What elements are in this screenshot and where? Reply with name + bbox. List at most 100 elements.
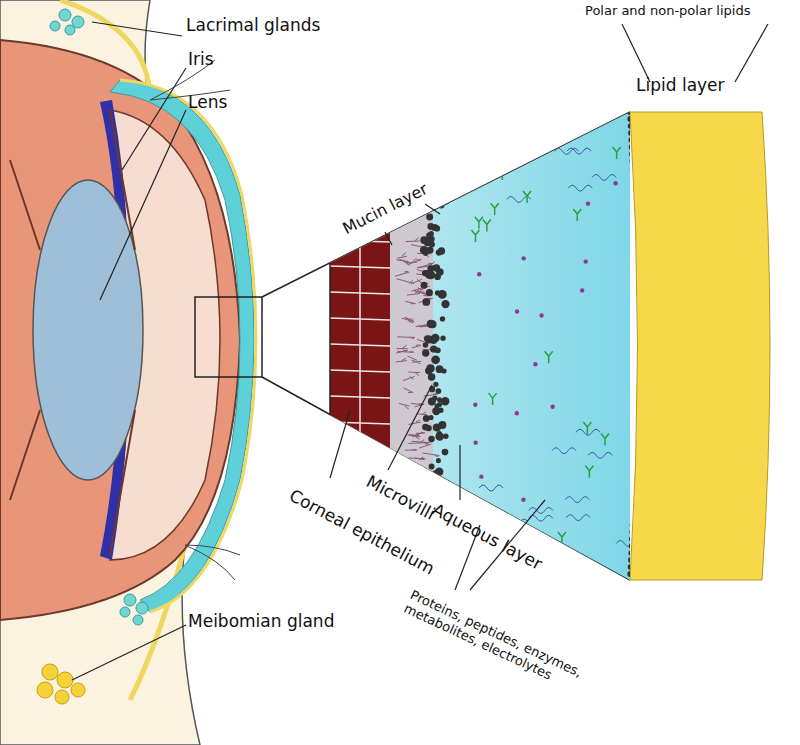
microvillus: [421, 482, 427, 488]
polar-lipid: [633, 424, 639, 430]
mucin-layer: [388, 100, 433, 600]
polar-lipid: [633, 452, 639, 458]
cell-border: [330, 578, 390, 580]
microvillus: [434, 482, 440, 488]
polar-lipid: [633, 235, 639, 241]
glycocalyx: [403, 388, 413, 393]
microvillus: [431, 355, 440, 364]
polar-lipid: [627, 109, 633, 115]
cell-border: [330, 344, 390, 346]
meibomian-gland: [37, 664, 85, 704]
microvillus: [437, 485, 446, 494]
solute-dot: [580, 288, 584, 292]
polar-lipid: [634, 389, 640, 395]
polar-lipid: [633, 438, 639, 444]
polar-lipid: [628, 550, 634, 556]
antibody: [471, 230, 479, 242]
polar-lipid: [634, 347, 640, 353]
cell-border: [330, 240, 390, 242]
glycocalyx: [395, 271, 409, 276]
microvillus: [429, 242, 435, 248]
protein-squiggle: [552, 448, 576, 454]
polar-lipid: [628, 564, 634, 570]
cell-border: [330, 474, 390, 476]
protein-squiggle: [568, 185, 592, 191]
polar-lipid: [631, 200, 637, 206]
polar-lipid: [629, 151, 635, 157]
polar-lipid: [634, 368, 640, 374]
microvillus: [440, 335, 445, 340]
antibody: [583, 422, 591, 434]
polar-lipid: [630, 522, 636, 528]
solute-dot: [477, 272, 481, 276]
glycocalyx: [412, 345, 421, 348]
cell-border: [330, 110, 390, 112]
microvillus: [423, 342, 428, 347]
cell-border: [330, 162, 390, 164]
microvillus: [426, 214, 433, 221]
microvillus: [438, 421, 446, 429]
polar-lipid: [628, 557, 634, 563]
glycocalyx: [411, 279, 422, 284]
glycocalyx: [409, 457, 426, 459]
glycocalyx: [397, 279, 414, 284]
solute-dot: [521, 498, 525, 502]
polar-lipid: [629, 158, 635, 164]
microvillus: [425, 425, 431, 431]
solute-dot: [539, 313, 543, 317]
polar-lipid: [632, 228, 638, 234]
cell-border: [330, 292, 390, 294]
zonule: [10, 110, 135, 555]
microvillus: [435, 348, 441, 354]
microvillus: [438, 290, 447, 299]
microvillus: [433, 382, 438, 387]
microvillus: [426, 481, 435, 490]
microvillus: [433, 470, 439, 476]
polar-lipid: [633, 445, 639, 451]
glycocalyx: [408, 440, 425, 444]
glycocalyx: [409, 420, 421, 424]
cell-border: [330, 500, 390, 502]
microvillus: [423, 250, 429, 256]
polar-lipid: [629, 144, 635, 150]
polar-lipid: [630, 172, 636, 178]
glycocalyx: [408, 372, 420, 376]
protein-squiggle: [566, 515, 590, 521]
polar-lipid: [632, 459, 638, 465]
microvillus: [425, 270, 431, 276]
aqueous-layer: [330, 100, 630, 600]
microvillus: [436, 388, 442, 394]
glycocalyx: [397, 337, 415, 339]
glycocalyx: [405, 449, 417, 451]
polar-lipid: [634, 291, 640, 297]
microvillus: [428, 373, 436, 381]
protein-squiggle: [529, 515, 553, 521]
glycocalyx: [415, 457, 425, 460]
protein-squiggle: [555, 148, 579, 154]
glycocalyx: [396, 350, 408, 353]
antibody: [523, 191, 531, 203]
polar-lipid: [632, 214, 638, 220]
microvillus: [428, 436, 435, 443]
polar-lipid: [630, 508, 636, 514]
polar-lipid: [629, 536, 635, 542]
microvillus: [428, 415, 433, 420]
polar-lipid: [628, 137, 634, 143]
microvillus: [441, 487, 447, 493]
polar-lipid: [632, 207, 638, 213]
microvillus: [428, 320, 436, 328]
microvillus: [441, 300, 449, 308]
antibody: [498, 168, 506, 180]
polar-lipid: [627, 571, 633, 577]
solute-dot: [521, 256, 525, 260]
lacrimal-gland: [50, 9, 148, 625]
polar-lipid: [632, 221, 638, 227]
part-label: Proteins, peptides, enzymes, metabolites…: [401, 588, 608, 706]
glycocalyx: [423, 453, 440, 457]
zoom-box: [195, 297, 262, 377]
glycocalyx: [403, 376, 415, 380]
glycocalyx: [399, 259, 411, 265]
microvillus: [431, 197, 438, 204]
polar-lipid: [634, 333, 640, 339]
